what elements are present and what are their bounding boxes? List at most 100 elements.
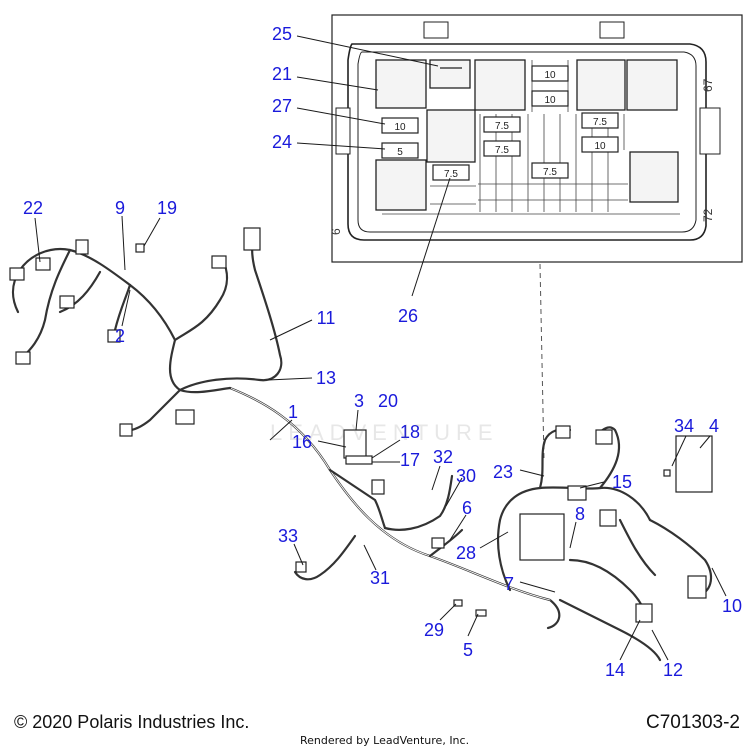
relay <box>629 151 679 203</box>
fuse: 10 <box>381 117 419 134</box>
svg-text:5: 5 <box>397 147 403 158</box>
callout-26: 26 <box>398 306 418 326</box>
side-mark: 72 <box>701 208 715 222</box>
relay <box>375 59 427 109</box>
drawing-number: C701303-2 <box>645 712 740 733</box>
connector <box>431 537 445 549</box>
fuse-box <box>519 513 565 561</box>
fuse-box-detail: 10 5 7.5 7.5 7.5 7.5 10 10 <box>329 14 743 263</box>
clip <box>475 609 487 617</box>
callout-34: 34 <box>674 416 694 436</box>
callout-1: 1 <box>288 402 298 422</box>
relay <box>426 109 476 163</box>
callout-22: 22 <box>23 198 43 218</box>
wiring-harness <box>11 230 713 662</box>
connector <box>635 603 653 623</box>
detail-reference-line <box>539 263 545 461</box>
fuse: 10 <box>581 136 619 153</box>
svg-text:7.5: 7.5 <box>593 117 607 128</box>
connector <box>175 409 195 425</box>
connector <box>295 561 307 573</box>
callout-3: 3 <box>354 391 364 411</box>
callout-31: 31 <box>370 568 390 588</box>
connector <box>599 509 617 527</box>
callout-15: 15 <box>612 472 632 492</box>
connector <box>211 255 227 269</box>
callout-19: 19 <box>157 198 177 218</box>
callout-30: 30 <box>456 466 476 486</box>
svg-text:7.5: 7.5 <box>444 169 458 180</box>
side-mark: 67 <box>701 78 715 92</box>
svg-text:7.5: 7.5 <box>495 145 509 156</box>
callout-16: 16 <box>292 432 312 452</box>
relay <box>576 59 626 111</box>
connector <box>371 479 385 495</box>
fuse: 10 <box>531 65 569 82</box>
rendered-by-credit: Rendered by LeadVenture, Inc. <box>300 734 470 747</box>
fuse: 7.5 <box>531 162 569 179</box>
callout-6: 6 <box>462 498 472 518</box>
svg-text:7.5: 7.5 <box>495 121 509 132</box>
copyright-notice: © 2020 Polaris Industries Inc. <box>14 712 250 732</box>
callout-9: 9 <box>115 198 125 218</box>
connector <box>595 429 613 445</box>
callout-11: 11 <box>317 308 336 328</box>
watermark: LEADVENTURE <box>270 420 499 445</box>
callout-21: 21 <box>272 64 292 84</box>
svg-text:10: 10 <box>544 95 556 106</box>
callout-5: 5 <box>463 640 473 660</box>
connector <box>9 267 25 281</box>
clip <box>135 243 145 253</box>
connector <box>59 295 75 309</box>
callout-13: 13 <box>316 368 336 388</box>
callout-24: 24 <box>272 132 292 152</box>
callout-29: 29 <box>424 620 444 640</box>
fuse: 10 <box>531 90 569 107</box>
clip <box>663 469 671 477</box>
callout-27: 27 <box>272 96 292 116</box>
side-mark: 6 <box>329 228 343 235</box>
callout-7: 7 <box>504 574 514 594</box>
inset-leaders <box>296 35 451 297</box>
callout-10: 10 <box>722 596 742 616</box>
diode-component <box>429 59 471 89</box>
svg-text:10: 10 <box>544 70 556 81</box>
connector <box>243 227 261 251</box>
fuse: 7.5 <box>581 112 619 129</box>
clip <box>453 599 463 607</box>
callout-32: 32 <box>433 447 453 467</box>
callout-2: 2 <box>115 326 125 346</box>
connector <box>35 257 51 271</box>
relay <box>375 159 427 211</box>
fuse: 7.5 <box>432 164 470 181</box>
connector <box>119 423 133 437</box>
callout-14: 14 <box>605 660 625 680</box>
callout-18: 18 <box>400 422 420 442</box>
relay <box>474 59 526 111</box>
callout-12: 12 <box>663 660 683 680</box>
callouts: 25 21 27 24 26 22 9 19 2 11 13 1 3 20 16… <box>23 24 742 680</box>
connector <box>555 425 571 439</box>
callout-20: 20 <box>378 391 398 411</box>
callout-4: 4 <box>709 416 719 436</box>
connector <box>107 329 121 343</box>
connector <box>15 351 31 365</box>
relay <box>626 59 678 111</box>
connector <box>687 575 707 599</box>
svg-text:10: 10 <box>594 141 606 152</box>
callout-28: 28 <box>456 543 476 563</box>
module <box>675 435 713 493</box>
callout-23: 23 <box>493 462 513 482</box>
callout-8: 8 <box>575 504 585 524</box>
callout-33: 33 <box>278 526 298 546</box>
svg-text:10: 10 <box>394 122 406 133</box>
callout-25: 25 <box>272 24 292 44</box>
callout-17: 17 <box>400 450 420 470</box>
connector <box>567 485 587 501</box>
svg-text:7.5: 7.5 <box>543 167 557 178</box>
fuse: 7.5 <box>483 116 521 133</box>
fuse: 7.5 <box>483 140 521 157</box>
terminal-strip <box>345 455 373 465</box>
connector <box>75 239 89 255</box>
